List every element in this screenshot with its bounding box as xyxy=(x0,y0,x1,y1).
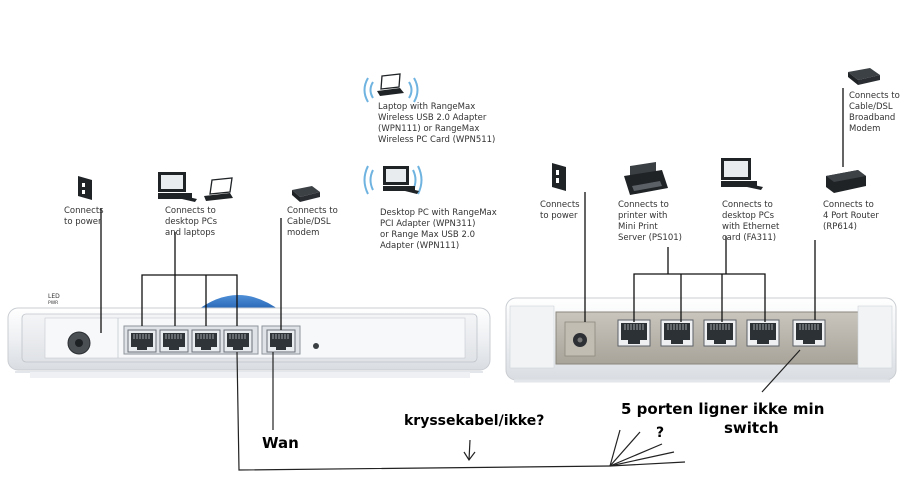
right-switch-device xyxy=(505,297,897,383)
right-broadband-callout: Connects to Cable/DSL Broadband Modem xyxy=(849,91,900,134)
crossover-annotation: kryssekabel/ikke? xyxy=(404,413,545,429)
five-port-annotation-line2: switch xyxy=(724,419,779,437)
right-router-callout: Connects to 4 Port Router (RP614) xyxy=(823,200,879,232)
hand-drawn-annotation-lines xyxy=(236,349,801,471)
switch-port-4 xyxy=(746,319,780,347)
power-outlet-icon xyxy=(78,176,92,200)
modem-icon xyxy=(848,68,880,85)
five-port-annotation-line1: 5 porten ligner ikke min xyxy=(621,400,825,418)
lan-port-4 xyxy=(223,329,253,353)
reset-button xyxy=(313,343,319,349)
question-annotation: ? xyxy=(656,425,665,441)
left-modem-callout: Connects to Cable/DSL modem xyxy=(287,206,338,238)
wireless-laptop-icon xyxy=(363,73,419,103)
lan-port-2 xyxy=(159,329,189,353)
desktop-pc-icon xyxy=(158,172,197,202)
printer-icon xyxy=(624,162,668,195)
right-power-callout: Connects to power xyxy=(540,200,580,221)
wan-port xyxy=(266,329,296,353)
laptop-icon xyxy=(204,177,233,201)
desktop-pc-icon xyxy=(721,158,763,190)
switch-uplink-port xyxy=(792,319,826,347)
power-outlet-icon xyxy=(552,163,566,191)
left-router-device xyxy=(7,295,491,378)
wireless-laptop-callout: Laptop with RangeMax Wireless USB 2.0 Ad… xyxy=(378,102,496,145)
wan-annotation: Wan xyxy=(262,434,299,452)
wireless-desktop-icon xyxy=(363,165,423,195)
router-icon xyxy=(826,170,866,193)
right-desktops-callout: Connects to desktop PCs with Ethernet ca… xyxy=(722,200,780,243)
switch-port-3 xyxy=(703,319,737,347)
lan-port-3 xyxy=(191,329,221,353)
switch-port-2 xyxy=(660,319,694,347)
led-label: LED xyxy=(48,293,60,300)
lan-port-1 xyxy=(127,329,157,353)
wireless-desktop-callout: Desktop PC with RangeMax PCI Adapter (WP… xyxy=(380,208,497,251)
left-desktops-callout: Connects to desktop PCs and laptops xyxy=(165,206,218,238)
switch-port-1 xyxy=(617,319,651,347)
modem-icon xyxy=(292,186,320,202)
led-small-label: PWR xyxy=(48,301,59,306)
right-printer-callout: Connects to printer with Mini Print Serv… xyxy=(618,200,682,243)
left-power-callout: Connects to power xyxy=(64,206,104,227)
connector-lines xyxy=(100,88,844,333)
